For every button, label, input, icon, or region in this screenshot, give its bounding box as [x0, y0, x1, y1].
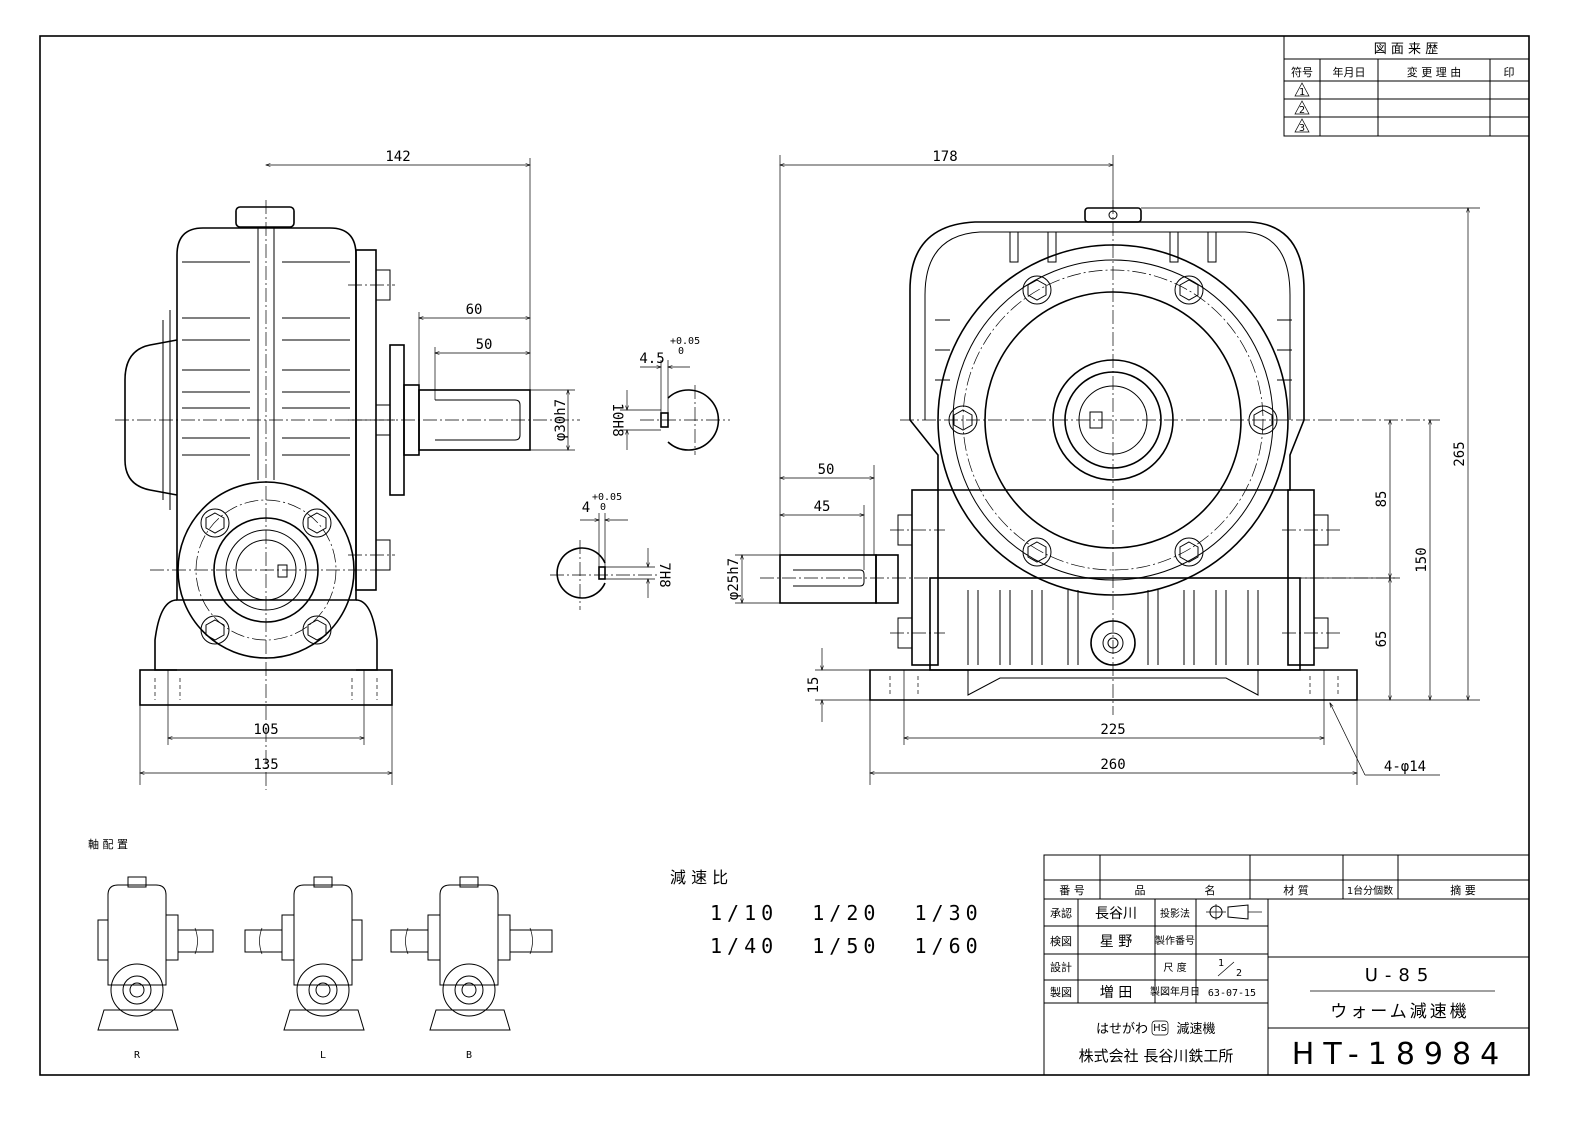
- arrangement-label-l: L: [320, 1050, 326, 1061]
- projection-symbol-icon: [1206, 904, 1262, 920]
- keyway-lower-tol-plus: +0.05: [592, 492, 622, 503]
- dim-side-142: 142: [385, 149, 410, 165]
- arrangement-r: R: [97, 876, 214, 1061]
- brand-logo: HS: [1151, 1020, 1169, 1036]
- title-block: 番 号 品 名 材 質 1台分個数 摘 要 承認 長谷川 投影法 検図 星 野 …: [1043, 854, 1530, 1076]
- tb-header-note: 摘 要: [1450, 883, 1476, 897]
- dim-front-265: 265: [1452, 441, 1468, 466]
- tb-model: U-85: [1365, 965, 1436, 986]
- tb-header-name2: 名: [1205, 883, 1216, 897]
- tb-projection-label: 投影法: [1160, 907, 1190, 920]
- dim-front-178: 178: [932, 149, 957, 165]
- revision-triangle-3: 3: [1294, 118, 1310, 134]
- dim-front-85: 85: [1374, 491, 1390, 508]
- svg-text:1: 1: [1299, 87, 1305, 98]
- svg-text:3: 3: [1299, 123, 1305, 134]
- dim-side-shaft: φ30h7: [553, 399, 569, 441]
- keyway-detail-lower: 4 +0.05 0 7H8: [550, 492, 672, 610]
- keyway-upper-fit: 10H8: [609, 403, 625, 437]
- svg-text:2: 2: [1236, 968, 1242, 979]
- revision-triangle-1: 1: [1294, 82, 1310, 98]
- shaft-arrangement: 軸 配 置 R L: [88, 837, 553, 1061]
- dim-side-60: 60: [466, 302, 483, 318]
- tb-product: ウォーム減速機: [1330, 1002, 1470, 1022]
- svg-text:HS: HS: [1153, 1023, 1167, 1034]
- dim-front-shaft: φ25h7: [726, 558, 742, 600]
- keyway-lower-tol-zero: 0: [600, 502, 606, 513]
- dim-side-105: 105: [253, 722, 278, 738]
- revision-header-reason: 変 更 理 由: [1407, 65, 1462, 79]
- dim-front-50: 50: [818, 462, 835, 478]
- ratio-row-2: 1/40 1/50 1/60: [710, 934, 983, 958]
- revision-title: 図 面 来 歴: [1374, 42, 1438, 57]
- tb-drawn-name: 増 田: [1100, 985, 1132, 1001]
- svg-text:1: 1: [1218, 958, 1224, 969]
- ratio-row-1: 1/10 1/20 1/30: [710, 901, 983, 925]
- keyway-detail-upper: 4.5 +0.05 0 10H8: [609, 336, 730, 455]
- tb-header-material: 材 質: [1283, 883, 1309, 897]
- tb-date-value: 63-07-15: [1208, 988, 1256, 999]
- tb-checked-name: 星 野: [1100, 934, 1132, 950]
- dim-front-15: 15: [806, 677, 822, 694]
- reduction-ratios: 減 速 比 1/10 1/20 1/30 1/40 1/50 1/60: [670, 868, 983, 958]
- arrangement-label-b: B: [466, 1050, 472, 1061]
- tb-brand: はせがわ: [1096, 1022, 1148, 1037]
- dim-front-65: 65: [1374, 631, 1390, 648]
- tb-checked-label: 検図: [1050, 934, 1072, 948]
- arrangement-l: L: [244, 876, 365, 1061]
- revision-triangle-2: 2: [1294, 100, 1310, 116]
- tb-date-label: 製図年月日: [1150, 985, 1200, 998]
- tb-company: 株式会社 長谷川鉄工所: [1079, 1047, 1234, 1065]
- tb-brand-suffix: 減速機: [1176, 1021, 1215, 1037]
- tb-drawing-no: HT-18984: [1292, 1037, 1508, 1072]
- revision-table: 図 面 来 歴 符号 年月日 変 更 理 由 印 1 2 3: [1283, 35, 1530, 137]
- dim-front-150: 150: [1414, 547, 1430, 572]
- arrangement-b: B: [390, 876, 553, 1061]
- dim-side-135: 135: [253, 757, 278, 773]
- tb-approved-label: 承認: [1050, 906, 1072, 920]
- tb-design-label: 設計: [1050, 960, 1072, 974]
- ratio-title: 減 速 比: [670, 868, 728, 887]
- dim-side-50: 50: [476, 337, 493, 353]
- revision-header-symbol: 符号: [1291, 66, 1313, 79]
- shaft-arrangement-title: 軸 配 置: [88, 837, 128, 851]
- keyway-upper-tol-zero: 0: [678, 346, 684, 357]
- sheet-border: [39, 35, 1530, 1076]
- tb-header-qty: 1台分個数: [1347, 884, 1393, 897]
- tb-header-no: 番 号: [1059, 884, 1085, 897]
- tb-approved-name: 長谷川: [1095, 906, 1137, 922]
- tb-header-name: 品: [1135, 884, 1146, 897]
- front-view: 178 50 45 φ25h7 15 225 260 4-φ14: [726, 149, 1480, 785]
- dim-front-45: 45: [814, 499, 831, 515]
- tb-product-no-label: 製作番号: [1155, 934, 1195, 947]
- keyway-lower-width: 4: [582, 500, 590, 516]
- dim-front-225: 225: [1100, 722, 1125, 738]
- scale-fraction: 1 2: [1217, 958, 1242, 979]
- dim-front-260: 260: [1100, 757, 1125, 773]
- keyway-upper-width: 4.5: [639, 351, 664, 367]
- revision-header-seal: 印: [1504, 66, 1515, 79]
- tb-scale-label: 尺 度: [1163, 961, 1186, 974]
- side-view: 142 60 50 φ30h7 105 135: [115, 149, 580, 790]
- tb-drawn-label: 製図: [1050, 985, 1072, 999]
- svg-text:2: 2: [1299, 105, 1305, 116]
- revision-header-date: 年月日: [1333, 65, 1366, 79]
- arrangement-label-r: R: [134, 1050, 141, 1061]
- keyway-upper-tol-plus: +0.05: [670, 336, 700, 347]
- keyway-lower-fit: 7H8: [656, 562, 672, 587]
- dim-front-holes: 4-φ14: [1384, 759, 1426, 775]
